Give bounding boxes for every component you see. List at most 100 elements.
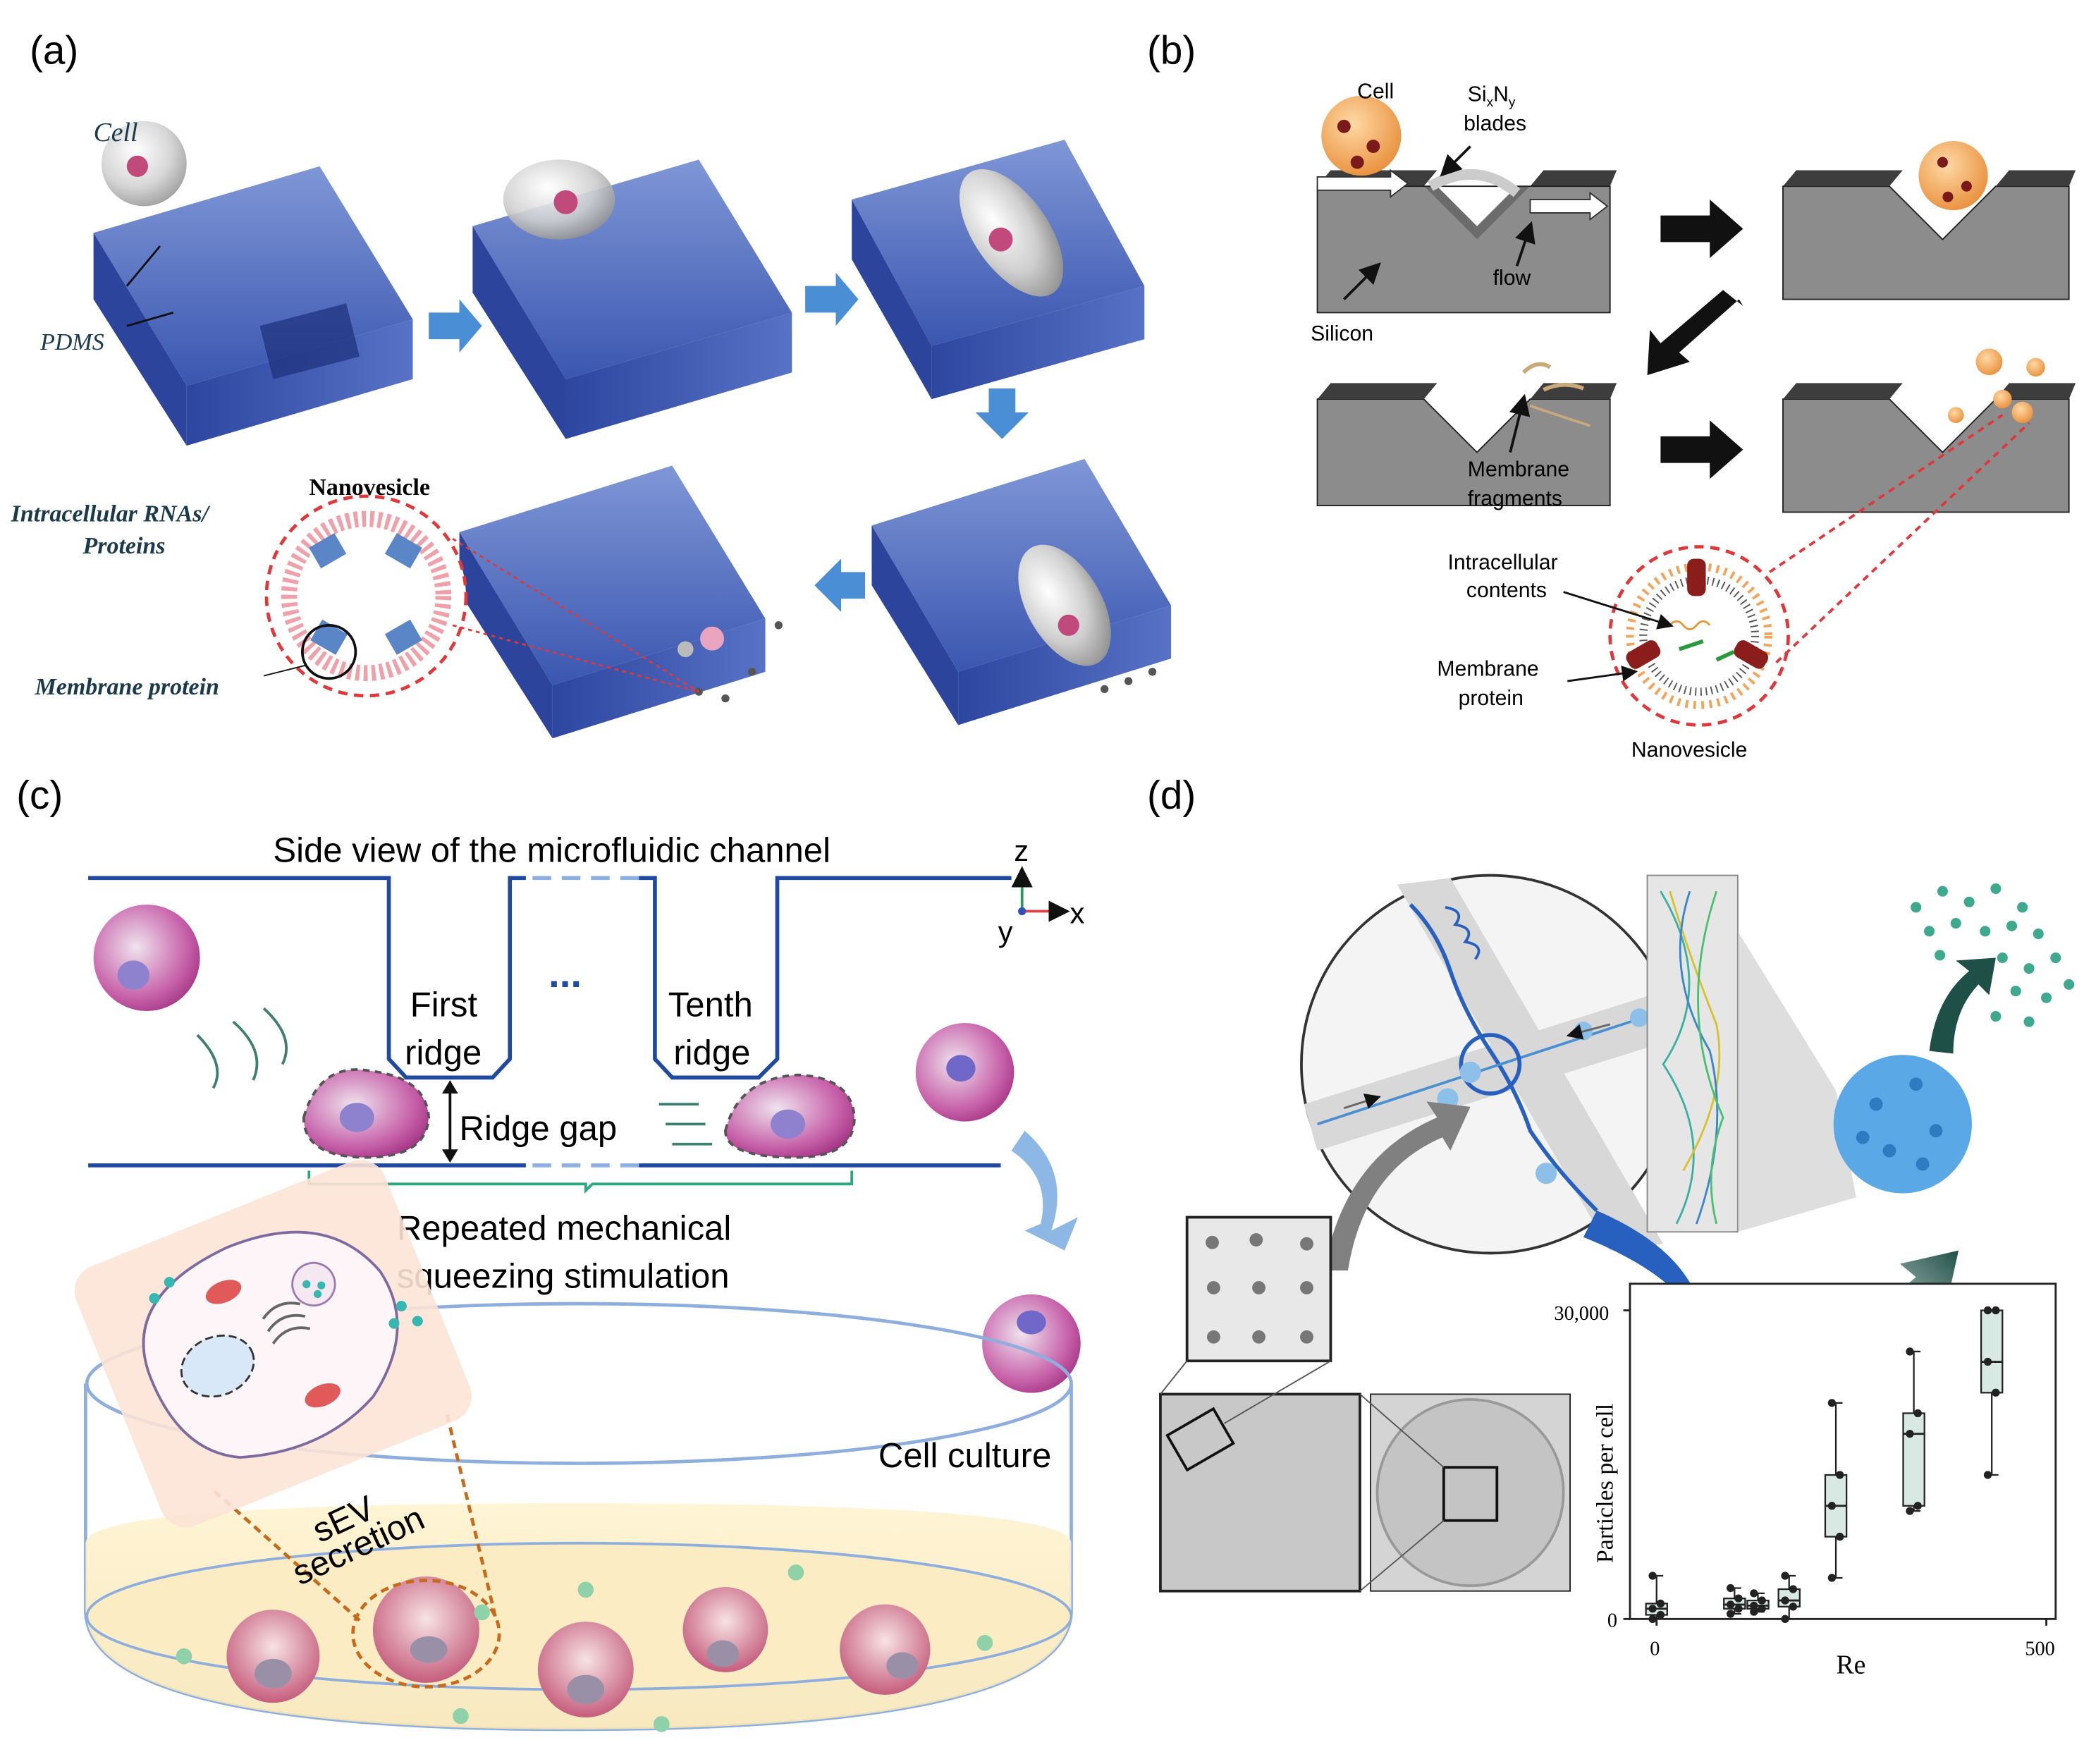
data-point <box>1648 1615 1657 1623</box>
silicon-label: Silicon <box>1311 322 1373 345</box>
data-point <box>1827 1502 1837 1510</box>
intracellular-label-a-2: Proteins <box>82 533 166 559</box>
ridge-ellipsis: ... <box>548 951 582 996</box>
data-point <box>1750 1589 1758 1598</box>
chart-ytick-top: 30,000 <box>1554 1303 1609 1325</box>
box-6 <box>1980 1309 2004 1394</box>
boxplot-chart <box>1623 1282 2057 1626</box>
cell-c-floating-dish <box>982 1294 1081 1393</box>
panel-c: (c) Side view of the microfluidic channe… <box>16 773 1085 1732</box>
data-point <box>1648 1572 1657 1580</box>
data-point <box>1906 1347 1914 1356</box>
micrograph-pillars <box>1185 1215 1332 1363</box>
data-point <box>1983 1357 1992 1366</box>
pdms-channel-5 <box>459 465 783 739</box>
data-point <box>1827 1399 1837 1407</box>
data-point <box>1827 1574 1837 1582</box>
ridge-gap-label: Ridge gap <box>460 1110 618 1148</box>
first-ridge-label-2: ridge <box>405 1034 482 1072</box>
data-point <box>1836 1471 1844 1479</box>
membrane-protein-label-b-2: protein <box>1459 687 1524 710</box>
cell-c-floating-right <box>915 1023 1015 1122</box>
data-point <box>1726 1584 1735 1593</box>
data-point <box>1781 1572 1789 1580</box>
data-point <box>1656 1610 1665 1619</box>
chart-xtick-left: 0 <box>1650 1638 1660 1660</box>
arrow-b2 <box>1647 290 1743 376</box>
cell-culture-label: Cell culture <box>878 1437 1051 1475</box>
data-point <box>1836 1532 1844 1541</box>
flow-label: flow <box>1493 267 1531 290</box>
chart-ytick-bottom: 0 <box>1607 1610 1617 1632</box>
data-point <box>1992 1306 2000 1315</box>
cell-c-floating-left <box>93 905 200 1012</box>
data-point <box>1789 1603 1798 1611</box>
panel-c-label: (c) <box>16 773 63 817</box>
cell-b1 <box>1321 95 1402 176</box>
pdms-label: PDMS <box>39 329 104 355</box>
pdms-channel-1 <box>93 121 413 446</box>
cell-label-b: Cell <box>1357 80 1394 104</box>
data-point <box>1750 1601 1758 1610</box>
micrograph-chip <box>1359 1393 1571 1592</box>
membrane-protein-label-a: Membrane protein <box>35 674 219 700</box>
arrow-b1 <box>1660 200 1743 259</box>
chart-xtick-right: 500 <box>2025 1638 2054 1660</box>
data-point <box>1789 1585 1798 1593</box>
panel-b: (b) Cell SixNy blades flow Silicon <box>1147 28 2076 762</box>
cell-b2 <box>1918 141 1988 211</box>
channel-top-wall <box>88 876 526 1080</box>
chart-ylabel: Particles per cell <box>1592 1404 1618 1563</box>
trajectory-inset <box>1646 874 1856 1233</box>
arrow-a4 <box>814 558 866 612</box>
pdms-channel-4 <box>871 458 1172 725</box>
data-point <box>1983 1471 1992 1479</box>
data-point <box>1781 1615 1789 1623</box>
data-point <box>1758 1596 1766 1605</box>
channel-top-wall-right <box>639 876 1012 1080</box>
cell-cluster <box>1833 957 1996 1194</box>
box-3 <box>1777 1588 1801 1607</box>
membrane-protein-label-b-1: Membrane <box>1437 658 1538 681</box>
cell-a3 <box>960 169 1064 297</box>
data-point <box>1906 1507 1914 1515</box>
curved-arrow-c <box>1011 1130 1078 1251</box>
sev-inset <box>74 1160 472 1528</box>
data-point <box>1750 1607 1758 1616</box>
blades-formula: SixNy <box>1468 82 1516 109</box>
panel-b-label: (b) <box>1147 28 1196 73</box>
panel-a-label: (a) <box>30 28 78 73</box>
particle-cloud <box>1911 883 2075 1027</box>
repeated-label-1: Repeated mechanical <box>397 1210 731 1248</box>
data-point <box>1913 1502 1922 1510</box>
silicon-block-1 <box>1316 95 1617 314</box>
box-5 <box>1902 1412 1925 1507</box>
data-point <box>1983 1306 1992 1315</box>
panel-a: (a) Cell PDMS <box>11 28 1172 739</box>
channel-title: Side view of the microfluidic channel <box>273 832 830 870</box>
intracellular-label-b-1: Intracellular <box>1447 551 1557 575</box>
cell-c-squeezed-1 <box>302 1068 431 1159</box>
silicon-block-3 <box>1316 362 1617 506</box>
first-ridge-label-1: First <box>410 986 478 1024</box>
culture-dish <box>83 1301 1073 1732</box>
axis-z: z <box>1014 834 1029 867</box>
data-point <box>1913 1409 1922 1418</box>
nanovesicle-zoom-a <box>263 494 699 698</box>
nanovesicle-label-a: Nanovesicle <box>309 474 430 501</box>
data-point <box>1726 1610 1735 1618</box>
arrow-a2 <box>805 272 859 326</box>
nanovesicle-label-b: Nanovesicle <box>1631 739 1747 762</box>
panel-d-label: (d) <box>1147 773 1196 817</box>
tenth-ridge-label-2: ridge <box>673 1034 750 1072</box>
cell-a4 <box>1018 544 1111 666</box>
silicon-block-2 <box>1782 141 2076 300</box>
data-point <box>1992 1388 2000 1397</box>
panel-d: (d) <box>1147 773 2075 1680</box>
cell-label-a: Cell <box>94 118 138 147</box>
data-point <box>1734 1594 1743 1603</box>
axis-y: y <box>998 915 1013 948</box>
data-point <box>1656 1599 1665 1608</box>
data-point <box>1648 1605 1657 1613</box>
arrow-a3 <box>975 388 1029 439</box>
